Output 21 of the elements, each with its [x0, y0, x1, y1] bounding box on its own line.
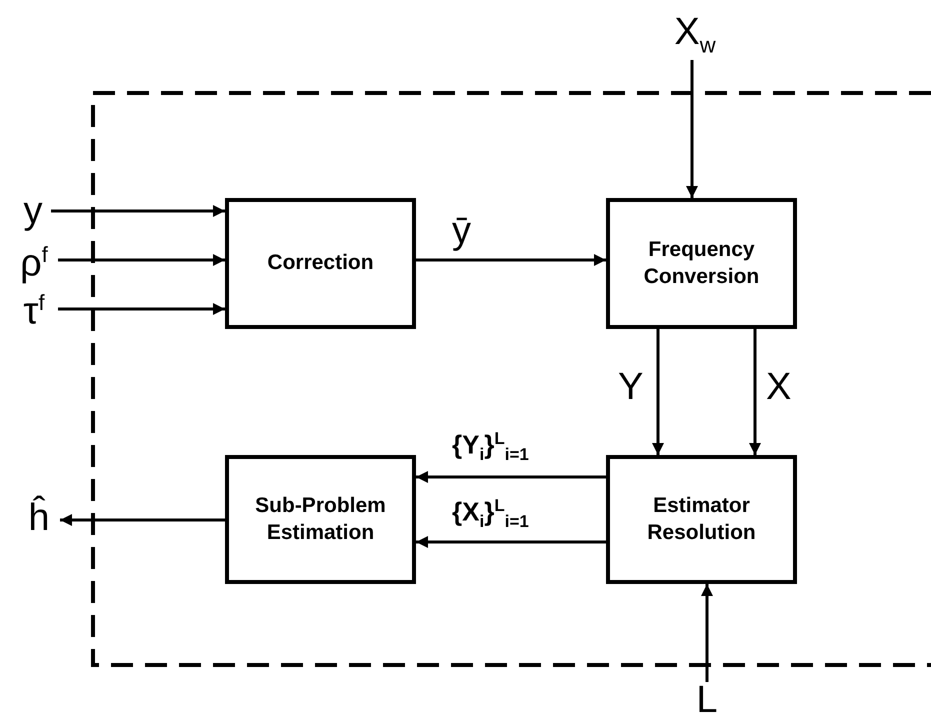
- arrow: [58, 254, 225, 266]
- process-box: Sub-Problem Estimation: [225, 455, 416, 584]
- arrow: [416, 471, 606, 483]
- signal-label: L: [690, 682, 724, 718]
- arrow: [416, 254, 606, 266]
- arrow: [749, 329, 761, 455]
- process-box: Frequency Conversion: [606, 198, 797, 329]
- arrow: [701, 584, 713, 682]
- signal-label: τ$^{f}$: [10, 288, 58, 334]
- arrow: [51, 205, 225, 217]
- arrow: [416, 536, 606, 548]
- process-box: Correction: [225, 198, 416, 329]
- process-box: Estimator Resolution: [606, 455, 797, 584]
- signal-label: ρ$^{f}$: [10, 238, 58, 288]
- arrow: [58, 303, 225, 315]
- arrow: [652, 329, 664, 455]
- arrow: [686, 60, 698, 198]
- signal-label: y: [15, 188, 51, 234]
- arrow: [60, 514, 225, 526]
- signal-label: ĥ: [18, 490, 60, 546]
- signal-label: X$_{w}$: [660, 10, 730, 60]
